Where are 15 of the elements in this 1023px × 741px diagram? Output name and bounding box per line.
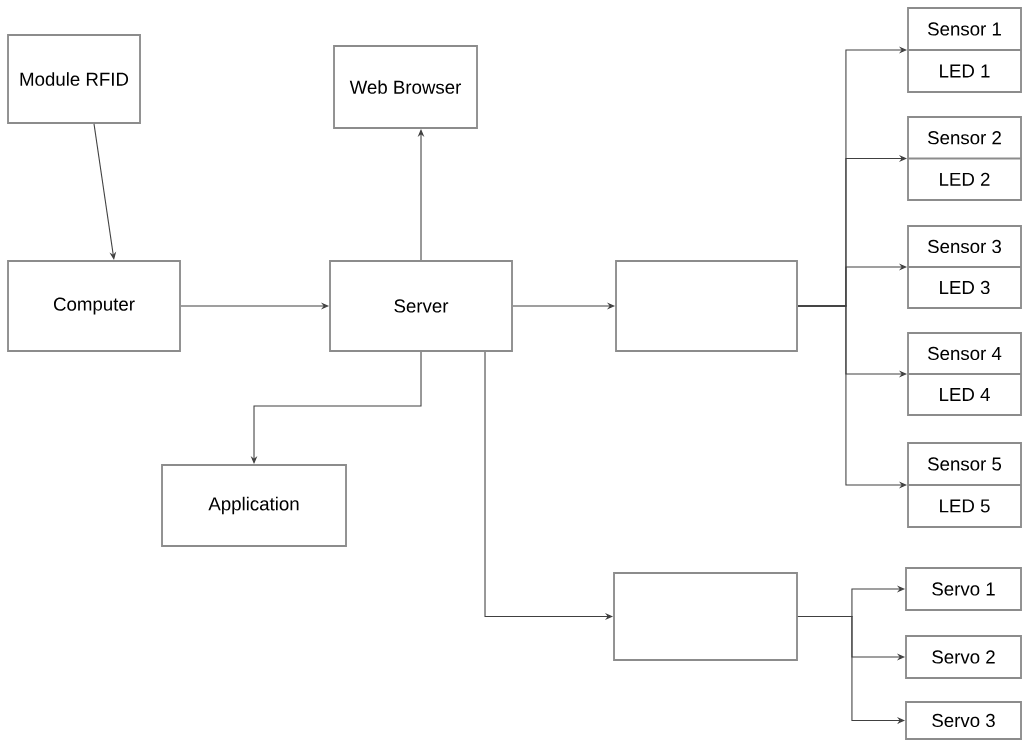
split-box: Sensor 3 LED 3	[907, 225, 1022, 309]
empty-box	[613, 572, 798, 661]
process-box: Computer	[7, 260, 181, 352]
process-box: Servo 2	[905, 635, 1022, 679]
process-box: Application	[161, 464, 347, 547]
process-box: Server	[329, 260, 513, 352]
process-box: Web Browser	[333, 45, 478, 129]
empty-box	[615, 260, 798, 352]
process-box: Module RFID	[7, 34, 141, 124]
process-box: Servo 3	[905, 701, 1022, 740]
split-box: Sensor 4 LED 4	[907, 332, 1022, 416]
split-box: Sensor 2 LED 2	[907, 116, 1022, 201]
split-box: Sensor 1 LED 1	[907, 7, 1022, 93]
process-box: Servo 1	[905, 567, 1022, 611]
split-box: Sensor 5 LED 5	[907, 442, 1022, 528]
